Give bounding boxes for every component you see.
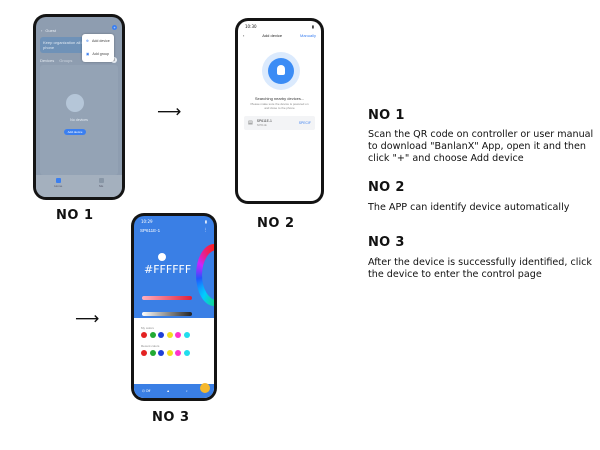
plus-circle-icon: ⊕ [86, 38, 90, 43]
arrow-right-icon: ⟶ [157, 102, 182, 122]
tab-devices[interactable]: Devices [40, 58, 55, 63]
nav-label: Me [99, 184, 104, 188]
add-device-button[interactable]: Add device [64, 129, 86, 135]
color-hex-value: #FFFFFF [144, 263, 192, 276]
color-swatch[interactable] [166, 350, 173, 356]
control-bottom-bar: ⏻ Off ▲ ♪ [134, 384, 214, 398]
color-swatch[interactable] [183, 332, 190, 338]
power-off-button[interactable]: ⏻ Off [142, 389, 150, 393]
color-wheel-center [202, 250, 214, 300]
tab-groups[interactable]: Groups [59, 58, 73, 63]
recent-colors-label: Recent colors [141, 344, 160, 348]
info-body-2: The APP can identify device automaticall… [368, 202, 570, 213]
control-header: SP611E-1 ⋮ [140, 226, 208, 234]
power-icon: ⏻ [142, 389, 145, 393]
step1-phone: ‹ Guest + Keep organization all in your … [33, 14, 125, 200]
person-icon [98, 178, 104, 183]
color-swatch[interactable] [175, 350, 181, 356]
color-swatch[interactable] [141, 350, 147, 356]
empty-device-icon [66, 94, 84, 112]
found-device-name: SP611E-1 [256, 119, 272, 123]
control-device-name: SP611E-1 [140, 227, 161, 233]
connect-link[interactable]: SPECIF [298, 121, 311, 125]
found-device-card[interactable]: ▤ SP611E-1 SP611E SPECIF [244, 116, 315, 130]
menu-item-add-group[interactable]: ▣ Add group [82, 47, 114, 60]
step1-caption: NO 1 [56, 208, 94, 223]
power-label: Off [145, 389, 151, 393]
home-header: ‹ Guest [36, 25, 122, 35]
searching-text: Searching nearby devices... [254, 96, 305, 101]
status-bar: 10:30 ▮ [245, 23, 314, 29]
status-bar: 10:29 ▮ [141, 218, 207, 224]
device-count-badge: 0 [111, 57, 117, 63]
back-arrow-icon[interactable]: ‹ [243, 32, 245, 38]
info-body-3: After the device is successfully identif… [368, 257, 592, 281]
add-device-header: ‹ Add device Manually [238, 31, 321, 39]
nav-me[interactable]: Me [98, 178, 104, 197]
info-body-1: Scan the QR code on controller or user m… [368, 129, 594, 165]
step2-phone: 10:30 ▮ ‹ Add device Manually Searching … [235, 18, 324, 204]
add-device-title: Add device [262, 32, 283, 38]
group-icon: ▣ [86, 51, 90, 56]
account-name: Guest [45, 27, 57, 33]
my-colors-row [141, 332, 190, 338]
menu-item-add-device[interactable]: ⊕ Add device [82, 34, 114, 47]
bottom-nav: Home Me [36, 175, 122, 197]
step1-screen: ‹ Guest + Keep organization all in your … [36, 17, 122, 197]
info-heading-2: NO 2 [368, 180, 405, 195]
color-swatch[interactable] [141, 332, 147, 338]
home-icon [55, 178, 61, 183]
nav-label: Home [54, 184, 63, 188]
color-preview-dot [158, 253, 166, 261]
color-swatch[interactable] [158, 350, 164, 356]
status-time: 10:29 [141, 218, 153, 224]
color-swatch[interactable] [166, 332, 173, 338]
searching-hint: Please make sure the device is powered o… [250, 102, 309, 110]
step3-caption: NO 3 [152, 410, 190, 425]
device-list-panel: No devices Add device [40, 65, 118, 175]
mode-icon[interactable]: ▲ [166, 389, 170, 393]
color-swatch[interactable] [149, 350, 156, 356]
manually-link[interactable]: Manually [299, 32, 316, 38]
step3-phone: 10:29 ▮ SP611E-1 ⋮ #FFFFFF My colors Rec… [131, 213, 217, 401]
info-heading-3: NO 3 [368, 235, 405, 250]
step2-caption: NO 2 [257, 216, 295, 231]
quick-action-button[interactable] [200, 383, 210, 393]
empty-devices-text: No devices [70, 118, 88, 122]
step2-screen: 10:30 ▮ ‹ Add device Manually Searching … [238, 21, 321, 201]
battery-icon: ▮ [204, 218, 207, 224]
color-swatch[interactable] [183, 350, 190, 356]
strip-light-icon: ▤ [248, 120, 253, 126]
found-device-info: SP611E-1 SP611E [257, 119, 295, 127]
battery-icon: ▮ [311, 23, 314, 29]
nav-home[interactable]: Home [54, 178, 62, 197]
more-icon[interactable]: ⋮ [203, 227, 209, 232]
status-time: 10:30 [245, 23, 257, 29]
arrow-right-icon: ⟶ [75, 309, 100, 329]
my-colors-label: My colors [141, 326, 154, 330]
hue-slider[interactable] [142, 296, 192, 300]
color-swatch[interactable] [149, 332, 156, 338]
menu-item-label: Add device [92, 38, 110, 43]
menu-item-label: Add group [92, 51, 109, 56]
recent-colors-row [141, 350, 190, 356]
color-swatch[interactable] [175, 332, 181, 338]
step3-screen: 10:29 ▮ SP611E-1 ⋮ #FFFFFF My colors Rec… [134, 216, 214, 398]
home-tabs: Devices Groups [40, 58, 72, 63]
add-plus-button[interactable]: + [112, 25, 117, 30]
add-menu-dropdown: ⊕ Add device ▣ Add group [82, 34, 114, 62]
brightness-slider[interactable] [142, 312, 192, 316]
color-swatch[interactable] [158, 332, 164, 338]
info-heading-1: NO 1 [368, 108, 405, 123]
music-icon[interactable]: ♪ [185, 389, 188, 393]
bulb-icon [277, 65, 285, 75]
found-device-model: SP611E [256, 123, 267, 127]
chevron-left-icon[interactable]: ‹ [41, 27, 43, 33]
